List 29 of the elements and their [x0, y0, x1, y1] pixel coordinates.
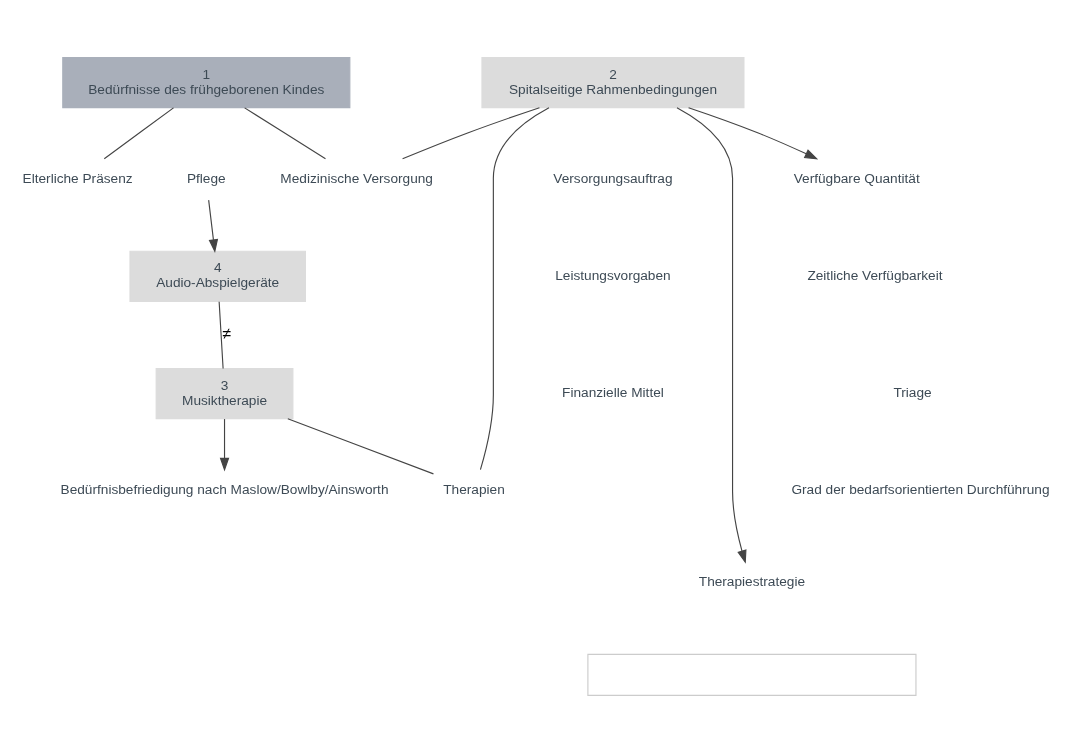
label: Finanzielle Mittel — [562, 384, 664, 400]
connector — [218, 300, 224, 369]
connector — [103, 106, 175, 159]
node-text: Medizinische Versorgung — [280, 170, 433, 186]
label: Leistungsvorgaben — [555, 267, 671, 283]
label: Versorgungsauftrag — [553, 170, 673, 186]
label: Triage — [893, 384, 932, 400]
connector — [244, 106, 327, 159]
node-text: Bedürfnisbefriedigung nach Maslow/Bowlby/Ainsworth — [60, 481, 389, 497]
edge-label: ≠ — [222, 324, 232, 342]
node-text: Verfügbare Quantität — [793, 170, 920, 186]
label: Zeitliche Verfügbarkeit — [807, 267, 943, 283]
connector — [479, 106, 550, 470]
node-text: Therapiestrategie — [698, 573, 806, 589]
node-box — [587, 653, 917, 696]
node-text: Pflege — [186, 170, 226, 186]
node-box: 2 Spitalseitige Rahmenbedingungen — [481, 56, 745, 108]
connector — [287, 417, 434, 474]
arrow — [688, 106, 819, 159]
node-box: 1 Bedürfnisse des frühgeborenen Kindes — [62, 56, 351, 108]
node-box: 4 Audio-Abspielgeräte — [129, 250, 306, 302]
arrow — [676, 106, 747, 564]
arrow — [208, 199, 219, 253]
node-box: 3 Musiktherapie — [155, 367, 294, 419]
connector — [402, 106, 540, 159]
node-text: Therapien — [443, 481, 505, 497]
label: Grad der bedarfsorientierten Durchführung — [791, 481, 1050, 497]
arrow — [219, 418, 230, 471]
node-text: Elterliche Präsenz — [22, 170, 133, 186]
